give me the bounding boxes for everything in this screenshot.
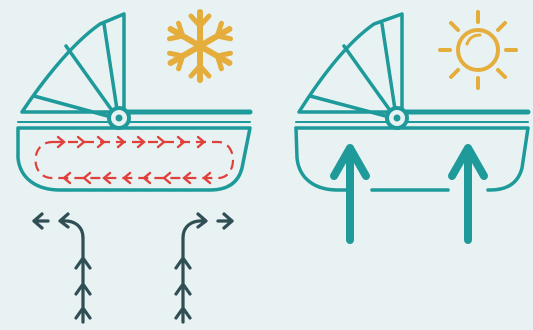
pram-hood-rib	[308, 94, 395, 120]
circulation-loop	[34, 140, 234, 180]
pram-hood-rib	[64, 44, 118, 118]
upward-airflow	[330, 144, 488, 244]
pram-body-left	[294, 126, 348, 192]
sun-icon	[438, 10, 518, 90]
circulation-arrows-bottom	[62, 171, 212, 185]
pram-hinge-center	[115, 114, 123, 122]
pram-hood	[297, 12, 404, 114]
summer-pram	[294, 12, 531, 192]
circulation-arrows-top	[56, 135, 206, 149]
airflow-left-column	[32, 212, 92, 324]
pram-hood-rib	[380, 22, 398, 118]
snowflake-icon	[167, 9, 233, 83]
pram-hinge-center	[393, 114, 401, 122]
winter-pram	[16, 12, 253, 192]
pram-hood-rib	[102, 22, 120, 118]
pram-hood	[20, 12, 126, 114]
pram-body	[294, 126, 530, 192]
external-airflow	[32, 212, 234, 324]
airflow-right-column	[174, 212, 234, 324]
pram-body	[16, 126, 252, 192]
internal-circulation	[34, 135, 234, 185]
up-arrow-right	[448, 144, 488, 244]
pram-hood-rib	[32, 94, 117, 120]
up-arrow-left	[330, 144, 370, 244]
pram-hood-rib	[342, 44, 396, 118]
